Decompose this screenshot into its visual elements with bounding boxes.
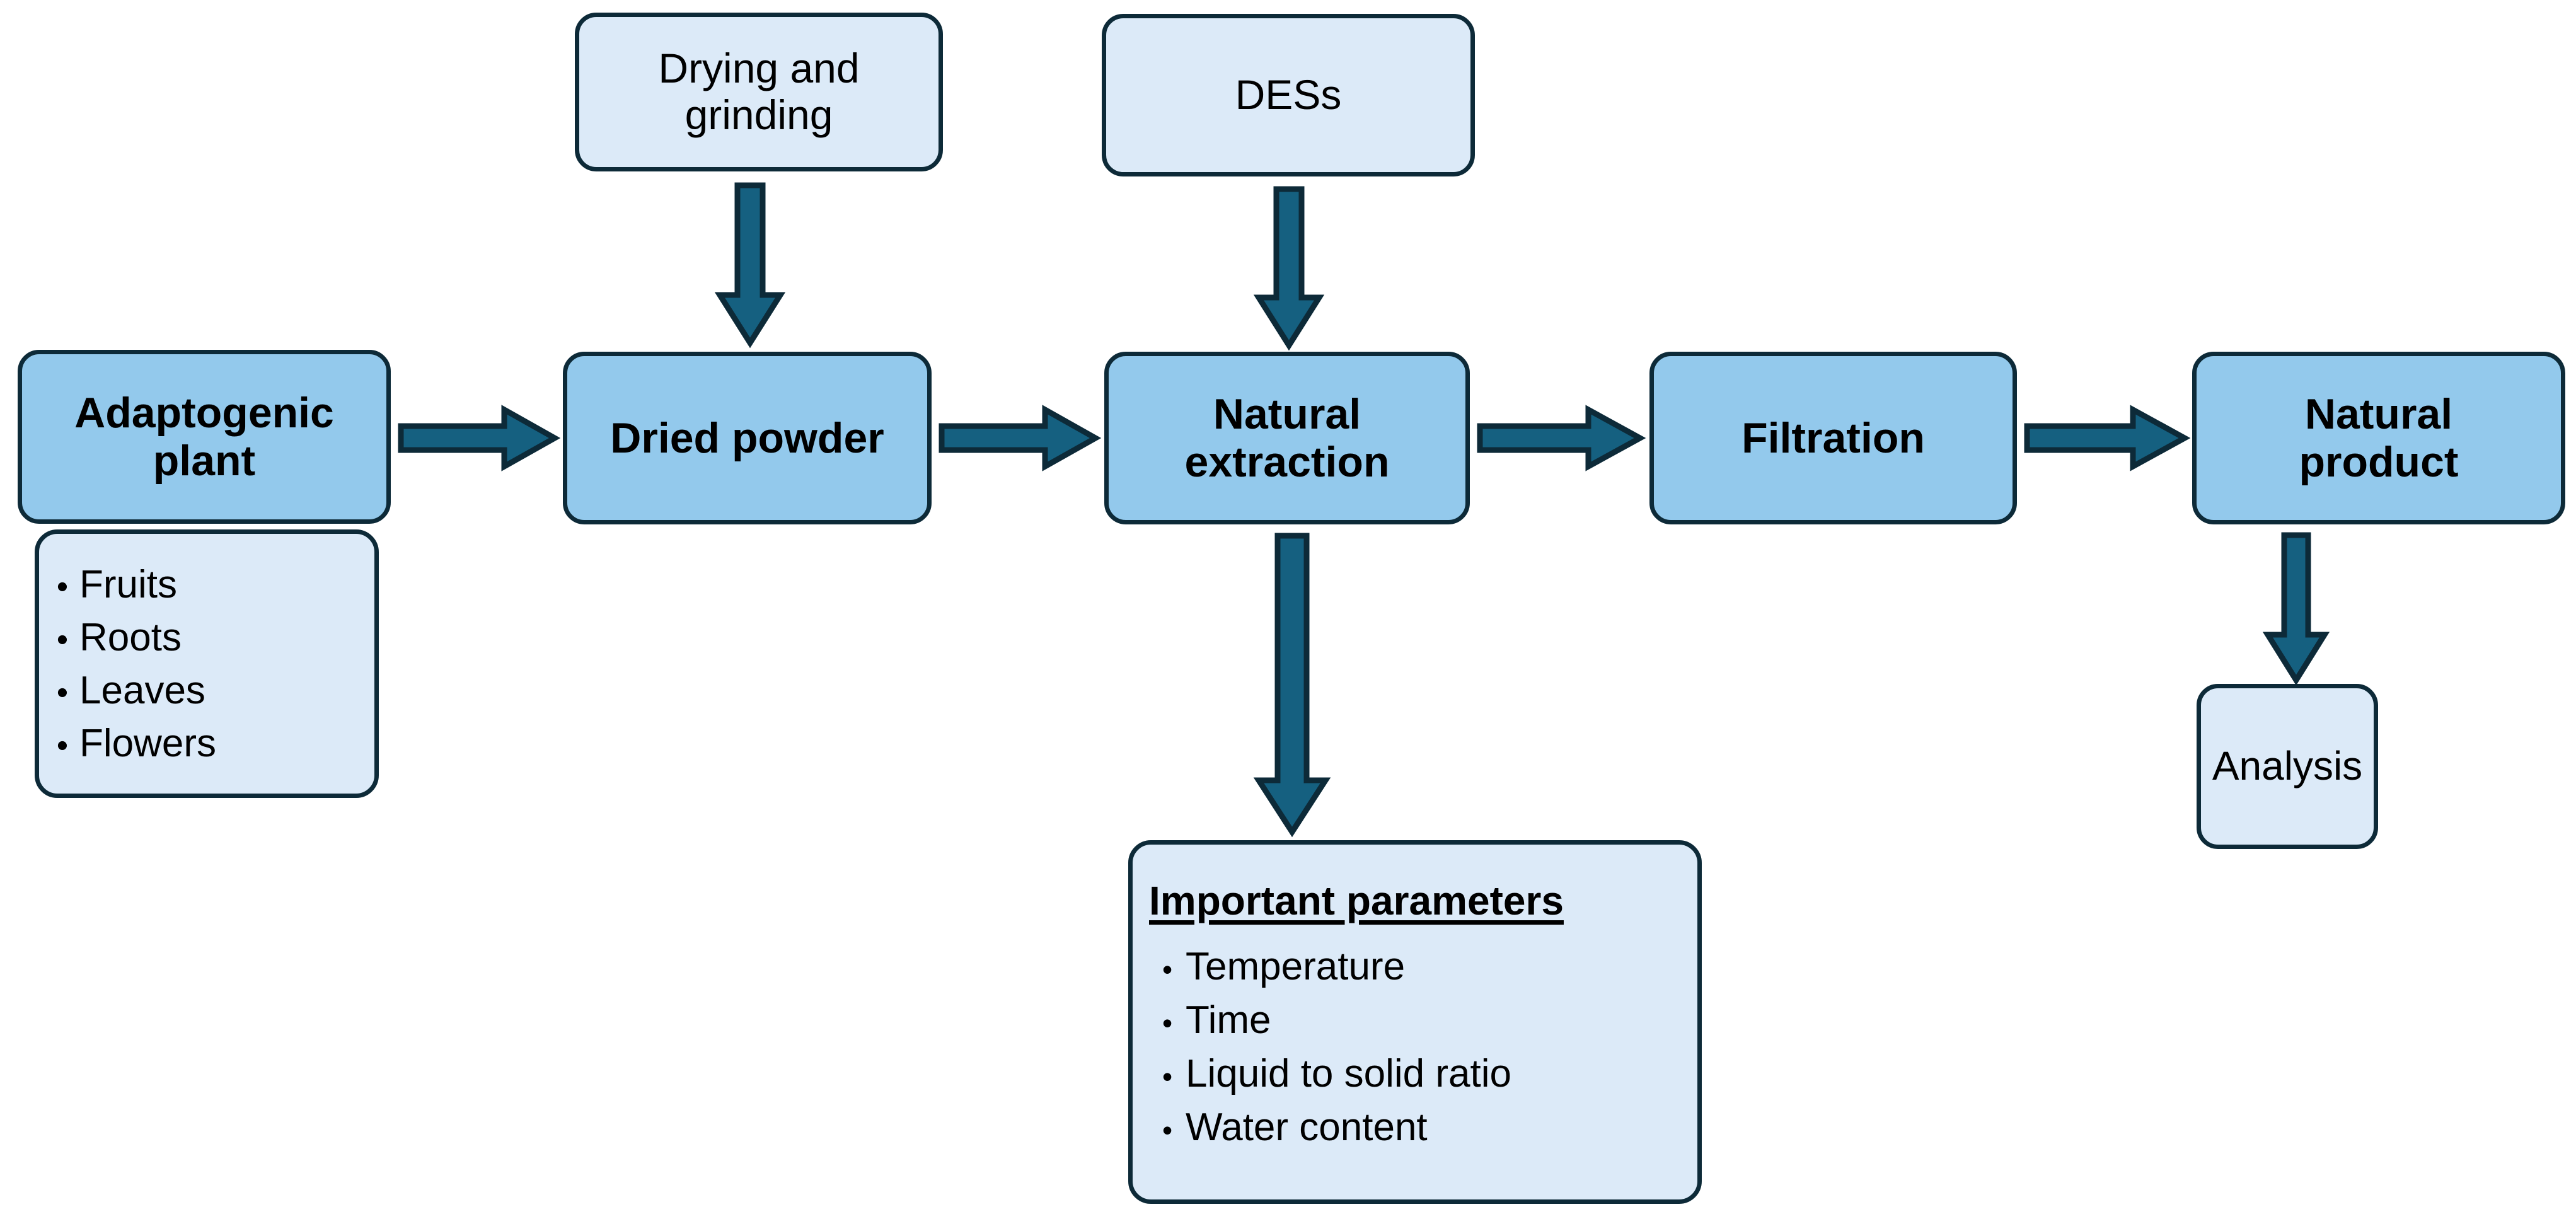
node-adaptogenic-plant[interactable]: Adaptogenic plant [18, 350, 391, 524]
arrow-dess-to-extraction [1251, 186, 1327, 351]
bullet-icon: • [56, 727, 69, 764]
bullet-icon: • [1162, 1114, 1173, 1147]
node-natural-extraction[interactable]: Natural extraction [1104, 352, 1470, 524]
important-parameters-list: • Temperature • Time • Liquid to solid r… [1133, 935, 1697, 1158]
bullet-icon: • [1162, 1007, 1173, 1039]
node-dess-label: DESs [1235, 71, 1342, 118]
node-filtration-label: Filtration [1741, 413, 1925, 462]
plant-parts-list: • Fruits • Roots • Leaves • Flowers [39, 554, 374, 774]
plant-parts-list-box: • Fruits • Roots • Leaves • Flowers [35, 529, 379, 798]
node-filtration[interactable]: Filtration [1649, 352, 2017, 524]
node-drying-and-grinding[interactable]: Drying and grinding [575, 13, 943, 171]
list-item: • Roots [45, 615, 374, 660]
node-analysis-label: Analysis [2212, 743, 2363, 789]
arrow-filtration-to-product [2024, 403, 2191, 473]
list-item-label: Flowers [79, 721, 217, 765]
arrow-extraction-to-parameters [1251, 533, 1333, 838]
important-parameters-box: Important parameters • Temperature • Tim… [1128, 840, 1702, 1204]
bullet-icon: • [56, 621, 69, 658]
node-natural-extraction-label: Natural extraction [1184, 390, 1390, 486]
node-natural-product[interactable]: Natural product [2192, 352, 2565, 524]
list-item-label: Water content [1186, 1106, 1428, 1149]
list-item: • Temperature [1149, 944, 1697, 989]
node-dried-powder-label: Dried powder [610, 413, 884, 462]
list-item: • Flowers [45, 721, 374, 766]
arrow-drying-to-powder [712, 182, 788, 349]
node-adaptogenic-plant-label: Adaptogenic plant [74, 388, 334, 485]
bullet-icon: • [56, 674, 69, 711]
arrow-extraction-to-filtration [1477, 403, 1646, 473]
arrow-plant-to-powder [398, 403, 561, 473]
list-item: • Water content [1149, 1105, 1697, 1150]
bullet-icon: • [1162, 1060, 1173, 1093]
list-item-label: Time [1186, 998, 1271, 1042]
arrow-powder-to-extraction [939, 403, 1102, 473]
arrow-product-to-analysis [2261, 532, 2331, 686]
node-drying-and-grinding-label: Drying and grinding [658, 45, 860, 138]
list-item-label: Roots [79, 615, 182, 659]
list-item: • Leaves [45, 668, 374, 713]
node-dess[interactable]: DESs [1102, 14, 1475, 176]
bullet-icon: • [1162, 953, 1173, 986]
node-analysis[interactable]: Analysis [2197, 684, 2378, 849]
list-item: • Fruits [45, 562, 374, 607]
list-item: • Liquid to solid ratio [1149, 1051, 1697, 1096]
bullet-icon: • [56, 568, 69, 605]
important-parameters-title: Important parameters [1149, 878, 1564, 923]
list-item: • Time [1149, 998, 1697, 1043]
node-natural-product-label: Natural product [2299, 390, 2459, 486]
node-dried-powder[interactable]: Dried powder [563, 352, 932, 524]
list-item-label: Fruits [79, 562, 177, 606]
list-item-label: Temperature [1186, 945, 1406, 988]
list-item-label: Liquid to solid ratio [1186, 1052, 1511, 1095]
list-item-label: Leaves [79, 668, 205, 712]
